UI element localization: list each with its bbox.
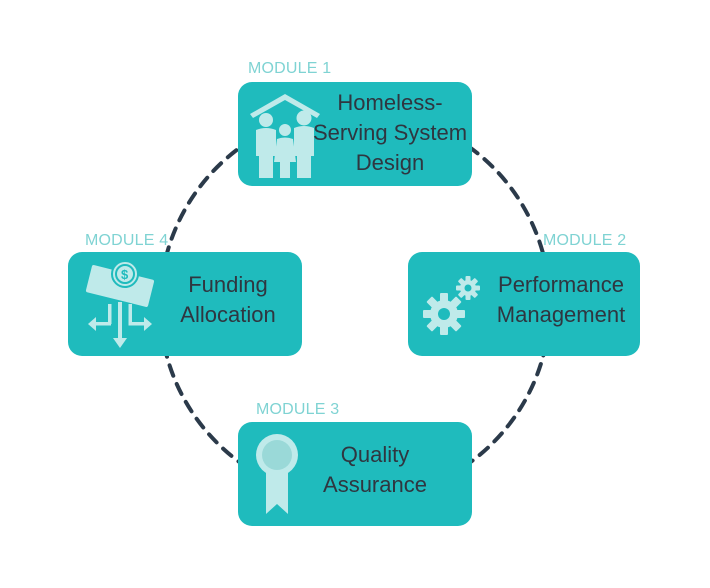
module-3-box[interactable]: Quality Assurance	[238, 422, 472, 526]
gears-icon	[423, 276, 480, 335]
module-2-label: MODULE 2	[543, 232, 627, 249]
module-1-title: Homeless- Serving System Design	[312, 90, 468, 175]
family-house-icon	[250, 94, 320, 178]
module-3-label: MODULE 3	[256, 401, 340, 418]
award-ribbon-icon	[256, 434, 298, 514]
module-3-title: Quality Assurance	[323, 442, 427, 497]
module-1-box[interactable]: Homeless- Serving System Design	[238, 82, 472, 186]
module-2-box[interactable]: Performance Management	[408, 252, 640, 356]
module-4-box[interactable]: $ Funding Allocation	[68, 252, 302, 356]
module-2-title: Performance Management	[496, 272, 626, 327]
svg-text:$: $	[121, 267, 129, 282]
module-4-title: Funding Allocation	[180, 272, 276, 327]
money-distribution-icon: $	[85, 260, 155, 348]
module-4-label: MODULE 4	[85, 232, 169, 249]
module-1-label: MODULE 1	[248, 60, 332, 77]
